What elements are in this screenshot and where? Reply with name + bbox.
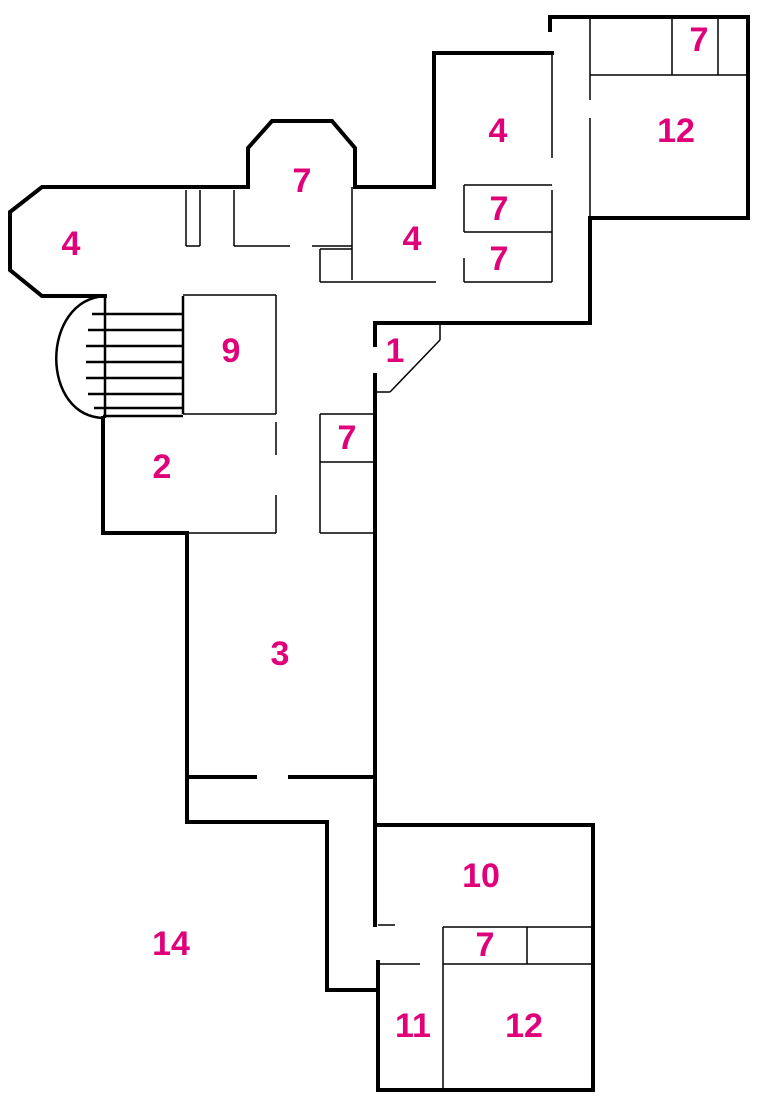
room-label-south-small-room: 11 [395,1007,431,1045]
stair-curve [55,294,106,420]
room-label-tower-wc: 7 [293,162,312,200]
room-label-north-corridor: 4 [489,112,508,150]
room-label-south-room: 10 [462,857,500,895]
room-label-south-gallery: 12 [505,1007,543,1045]
north-room-wall [432,51,554,189]
tower-wall [246,119,436,189]
room-labels: 7 12 4 7 4 4 7 7 9 1 7 2 3 10 7 11 12 14 [62,21,709,1045]
room-label-south-wc: 7 [476,926,495,964]
south-block-wall [373,823,595,1092]
staircase [55,294,185,420]
exterior-walls [8,15,750,1092]
room-label-north-east-wc: 7 [690,21,709,59]
room-label-outside: 14 [152,925,190,963]
room-label-west-bay: 4 [62,225,81,263]
hall-west-wall [185,531,380,992]
room-label-entrance: 1 [386,332,405,370]
room-label-center-wc-upper: 7 [490,190,509,228]
room-label-west-room: 2 [153,448,172,486]
room-label-corridor-wc: 7 [338,419,357,457]
room-label-center-room: 4 [403,220,422,258]
ne-wing-wall [373,15,750,347]
room-label-stairwell: 9 [222,332,241,370]
west-room-wall [101,416,189,535]
room-label-main-hall: 3 [271,635,290,673]
interior-partitions [183,17,748,1090]
room-label-north-east-gallery: 12 [657,112,695,150]
room-label-center-wc-lower: 7 [490,240,509,278]
west-bay-wall [8,185,250,298]
